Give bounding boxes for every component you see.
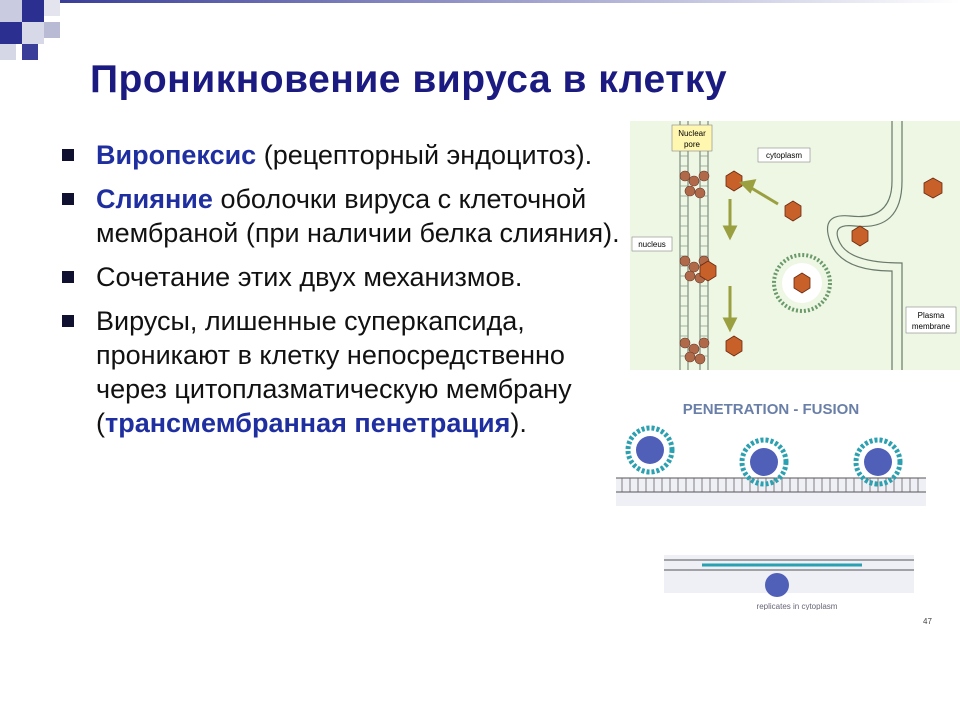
plasma-membrane-label: membrane bbox=[912, 322, 951, 331]
bullet-item: Сочетание этих двух механизмов. bbox=[62, 260, 622, 294]
bullet-text: оболочки вируса с клеточной мембраной (п… bbox=[96, 184, 620, 248]
bullet-text: Вирусы, лишенные суперкапсида, проникают… bbox=[96, 306, 572, 438]
bullet-item: Вирусы, лишенные суперкапсида, проникают… bbox=[62, 304, 622, 440]
slide-title: Проникновение вируса в клетку bbox=[90, 58, 728, 101]
bullet-text: (рецепторный эндоцитоз). bbox=[256, 140, 593, 170]
bullet-marker bbox=[62, 315, 74, 327]
bullet-keyword: Слияние bbox=[96, 184, 213, 214]
plasma-membrane-label: Plasma bbox=[918, 311, 945, 320]
page-number: 47 bbox=[923, 617, 932, 626]
bullet-marker bbox=[62, 149, 74, 161]
bullet-item: Слияние оболочки вируса с клеточной мемб… bbox=[62, 182, 622, 250]
bullet-marker bbox=[62, 271, 74, 283]
replicates-caption: replicates in cytoplasm bbox=[757, 602, 838, 610]
nuclear-pore-label: Nuclear bbox=[678, 129, 706, 138]
bullet-text: Сочетание этих двух механизмов. bbox=[96, 262, 523, 292]
cytoplasm-label: cytoplasm bbox=[766, 151, 802, 160]
bullet-item: Виропексис (рецепторный эндоцитоз). bbox=[62, 138, 622, 172]
nuclear-pore-label: pore bbox=[684, 140, 701, 149]
fusion-diagram-title: PENETRATION - FUSION bbox=[683, 401, 859, 418]
fusion-diagram: PENETRATION - FUSION replicates in cytop… bbox=[612, 400, 930, 610]
nucleus-label: nucleus bbox=[638, 240, 666, 249]
bullet-marker bbox=[62, 193, 74, 205]
bullet-list: Виропексис (рецепторный эндоцитоз). Слия… bbox=[62, 138, 622, 450]
bullet-keyword: Виропексис bbox=[96, 140, 257, 170]
viropexis-diagram: Nuclear pore cytoplasm nucleus Plasma me… bbox=[630, 121, 960, 370]
bullet-text-tail: ). bbox=[510, 408, 527, 438]
bullet-keyword: трансмембранная пенетрация bbox=[105, 408, 511, 438]
